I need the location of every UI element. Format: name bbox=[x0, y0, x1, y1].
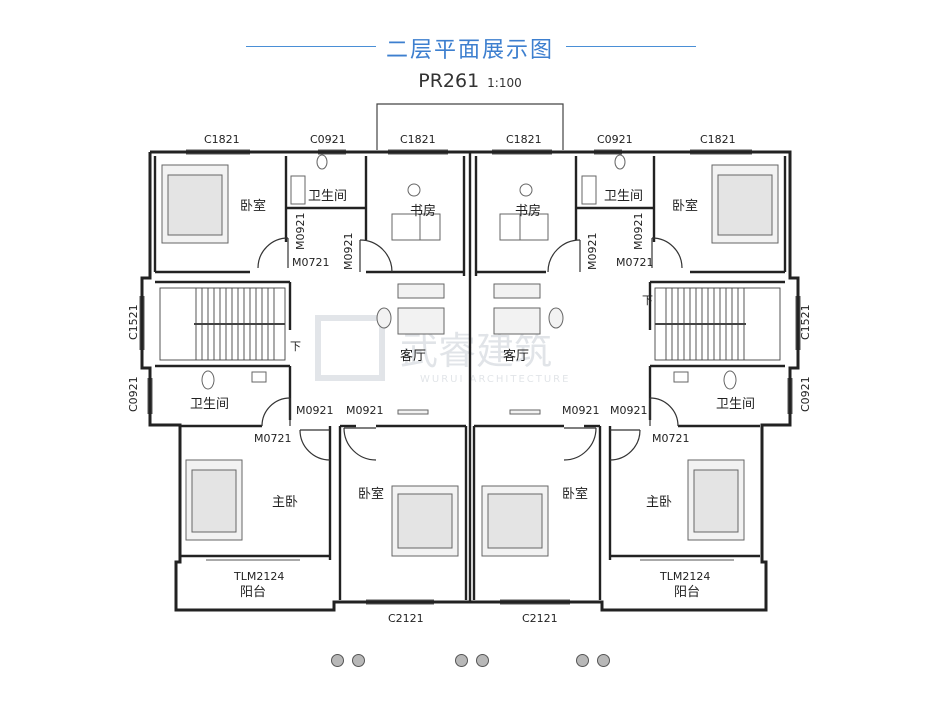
watermark: 武睿建筑 WURUI ARCHITECTURE bbox=[315, 315, 570, 385]
door-label: M0921 bbox=[346, 404, 384, 417]
pager-dots bbox=[0, 654, 940, 676]
page-title: 二层平面展示图 bbox=[385, 38, 554, 63]
window-label: TLM2124 bbox=[233, 570, 284, 583]
room-label: 客厅 bbox=[503, 348, 529, 364]
door-label: M0721 bbox=[652, 432, 690, 445]
stair-label: 下 bbox=[290, 340, 301, 353]
window-label: C2121 bbox=[522, 612, 558, 625]
room-label: 主卧 bbox=[272, 495, 298, 510]
window-marks bbox=[139, 149, 801, 605]
window-label: C1521 bbox=[799, 304, 812, 340]
door-label: M0721 bbox=[254, 432, 292, 445]
roof-protrusion bbox=[376, 103, 564, 150]
pager-dot[interactable] bbox=[331, 654, 344, 667]
interior-walls bbox=[153, 152, 787, 602]
window-label: C0921 bbox=[310, 133, 346, 146]
room-label: 书房 bbox=[410, 203, 436, 219]
stair-label: 下 bbox=[642, 294, 653, 307]
window-label: C0921 bbox=[799, 376, 812, 412]
plan-code: PR261 bbox=[418, 70, 480, 92]
stair-left bbox=[159, 287, 286, 361]
door-label: M0921 bbox=[296, 404, 334, 417]
window-label: C1821 bbox=[506, 133, 542, 146]
door-label: M0921 bbox=[294, 213, 307, 251]
door-label: M0921 bbox=[562, 404, 600, 417]
window-labels: C1821 C0921 C1821 C1821 C0921 C1821 C152… bbox=[127, 133, 812, 625]
watermark-brand: 武睿建筑 bbox=[400, 329, 552, 373]
door-label: M0921 bbox=[586, 233, 599, 271]
room-label: 主卧 bbox=[646, 495, 672, 510]
outer-walls bbox=[140, 150, 800, 612]
door-label: M0721 bbox=[292, 256, 330, 269]
pager-dot[interactable] bbox=[576, 654, 589, 667]
window-label: C2121 bbox=[388, 612, 424, 625]
window-label: C1821 bbox=[700, 133, 736, 146]
window-label: C1821 bbox=[400, 133, 436, 146]
window-label: TLM2124 bbox=[659, 570, 710, 583]
title-rule-right bbox=[566, 46, 696, 47]
header: 二层平面展示图 bbox=[0, 28, 940, 68]
desk-icon bbox=[391, 183, 549, 241]
pager-dot[interactable] bbox=[455, 654, 468, 667]
plan-subtitle: PR261 1:100 bbox=[0, 70, 940, 92]
room-label: 卫生间 bbox=[604, 189, 643, 204]
door-label: M0721 bbox=[616, 256, 654, 269]
room-labels: 卧室 卫生间 书房 书房 卫生间 卧室 客厅 客厅 卫生间 卫生间 主卧 主卧 … bbox=[190, 189, 755, 600]
window-label: C1821 bbox=[204, 133, 240, 146]
window-label: C1521 bbox=[127, 304, 140, 340]
bed-icon bbox=[161, 164, 779, 557]
pager-dot[interactable] bbox=[597, 654, 610, 667]
stair-right bbox=[654, 287, 781, 361]
room-label: 卧室 bbox=[562, 486, 588, 502]
room-label: 卫生间 bbox=[190, 397, 229, 412]
door-swings bbox=[257, 237, 683, 461]
room-label: 卫生间 bbox=[308, 189, 347, 204]
room-label: 书房 bbox=[515, 203, 541, 219]
room-label: 阳台 bbox=[240, 585, 266, 600]
window-label: C0921 bbox=[597, 133, 633, 146]
room-label: 卫生间 bbox=[716, 397, 755, 412]
title-rule-left bbox=[246, 46, 376, 47]
room-label: 阳台 bbox=[674, 585, 700, 600]
bath-fixture-icon bbox=[201, 154, 737, 390]
room-label: 卧室 bbox=[358, 486, 384, 502]
door-label: M0921 bbox=[610, 404, 648, 417]
room-label: 卧室 bbox=[672, 198, 698, 214]
watermark-logo bbox=[315, 315, 385, 381]
room-label: 客厅 bbox=[400, 348, 426, 364]
pager-dot[interactable] bbox=[352, 654, 365, 667]
door-label: M0921 bbox=[342, 233, 355, 271]
door-labels: M0721 M0921 M0921 M0721 M0921 M0921 M092… bbox=[254, 213, 690, 446]
window-label: C0921 bbox=[127, 376, 140, 412]
room-label: 卧室 bbox=[240, 198, 266, 214]
plan-scale: 1:100 bbox=[487, 76, 522, 90]
pager-dot[interactable] bbox=[476, 654, 489, 667]
watermark-sub: WURUI ARCHITECTURE bbox=[420, 374, 570, 385]
door-label: M0921 bbox=[632, 213, 645, 251]
sofa-icon bbox=[376, 283, 564, 415]
